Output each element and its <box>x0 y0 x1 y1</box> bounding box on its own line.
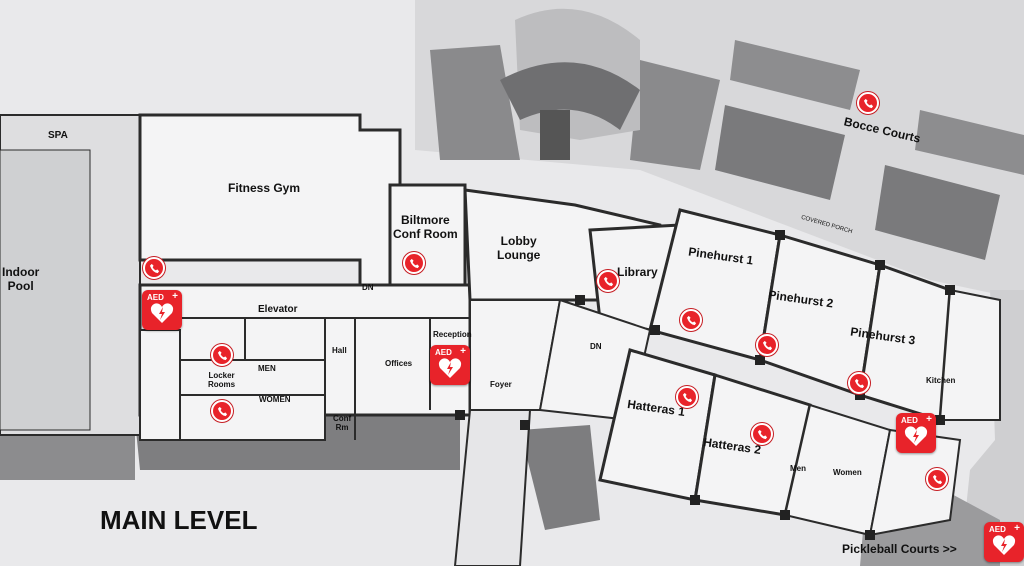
room-foyer: Foyer <box>490 380 512 389</box>
west-wing <box>0 113 472 441</box>
room-conf-rm: Conf Rm <box>333 414 352 433</box>
room-biltmore-conf: Biltmore Conf Room <box>393 213 458 241</box>
room-women-locker: WOMEN <box>259 395 291 404</box>
aed-heart-icon[interactable]: AED+ <box>142 290 182 330</box>
room-women-east: Women <box>833 468 862 477</box>
room-library: Library <box>617 265 658 279</box>
emergency-phone-icon[interactable] <box>143 257 165 279</box>
room-indoor-pool: Indoor Pool <box>2 265 40 293</box>
room-men-east: Men <box>790 464 806 473</box>
emergency-phone-icon[interactable] <box>403 252 425 274</box>
emergency-phone-icon[interactable] <box>756 334 778 356</box>
room-men-locker: MEN <box>258 364 276 373</box>
stairs-dn-east: DN <box>590 342 602 351</box>
emergency-phone-icon[interactable] <box>848 372 870 394</box>
pickleball-courts-link[interactable]: Pickleball Courts >> <box>842 542 957 556</box>
aed-heart-icon[interactable]: AED+ <box>984 522 1024 562</box>
room-spa: SPA <box>48 130 68 141</box>
emergency-phone-icon[interactable] <box>926 468 948 490</box>
columns <box>455 230 955 540</box>
room-elevator: Elevator <box>258 304 298 315</box>
aed-heart-icon[interactable]: AED+ <box>896 413 936 453</box>
aed-label: AED <box>901 416 918 425</box>
room-offices: Offices <box>385 359 413 368</box>
room-kitchen: Kitchen <box>926 376 956 385</box>
emergency-phone-icon[interactable] <box>676 386 698 408</box>
map-title: MAIN LEVEL <box>100 505 258 535</box>
emergency-phone-icon[interactable] <box>680 309 702 331</box>
aed-label: AED <box>435 348 452 357</box>
room-hall: Hall <box>332 346 347 355</box>
aed-label: AED <box>989 525 1006 534</box>
aed-label: AED <box>147 293 164 302</box>
emergency-phone-icon[interactable] <box>857 92 879 114</box>
room-lobby-lounge: Lobby Lounge <box>497 234 541 262</box>
room-reception: Reception <box>433 330 472 339</box>
stairs-dn-west: DN <box>362 283 374 292</box>
emergency-phone-icon[interactable] <box>597 270 619 292</box>
aed-heart-icon[interactable]: AED+ <box>430 345 470 385</box>
east-wing <box>453 188 1001 566</box>
emergency-phone-icon[interactable] <box>751 423 773 445</box>
room-locker-rooms: Locker Rooms <box>208 371 236 390</box>
emergency-phone-icon[interactable] <box>211 400 233 422</box>
room-fitness-gym: Fitness Gym <box>228 181 301 195</box>
emergency-phone-icon[interactable] <box>211 344 233 366</box>
